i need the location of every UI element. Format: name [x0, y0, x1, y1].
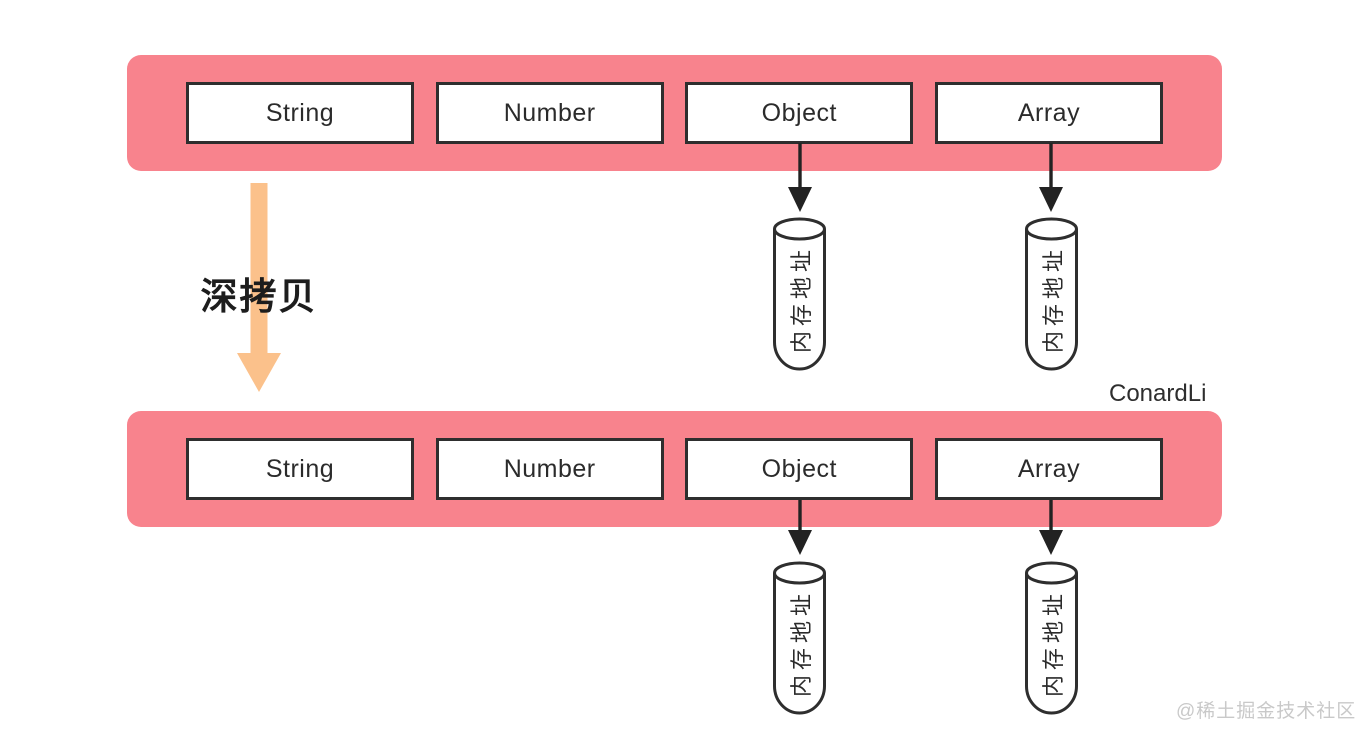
- type-label: Array: [1017, 454, 1081, 483]
- copy-type-box-array: Array: [934, 438, 1163, 500]
- memory-cylinder-copy-array: 内存地址: [1024, 560, 1079, 716]
- arrow-copy-array-to-memory-icon: [1039, 500, 1063, 555]
- source-object-bar: String Number Object Array: [127, 55, 1222, 171]
- cylinder-shape-icon: [1025, 217, 1078, 371]
- type-label: Object: [761, 98, 837, 127]
- cylinder-shape-icon: [1025, 561, 1078, 715]
- copy-type-box-string: String: [186, 438, 414, 500]
- source-type-box-array: Array: [934, 82, 1163, 144]
- memory-address-label: 内存地址: [1040, 244, 1066, 354]
- arrow-source-object-to-memory-icon: [788, 143, 812, 212]
- arrow-copy-object-to-memory-icon: [788, 500, 812, 555]
- deep-copy-label: 深拷贝: [200, 276, 318, 317]
- memory-cylinder-copy-object: 内存地址: [772, 560, 827, 716]
- memory-cylinder-source-object: 内存地址: [772, 216, 827, 372]
- type-label: Array: [1017, 98, 1081, 127]
- copied-object-bar: String Number Object Array: [127, 411, 1222, 527]
- type-label: Number: [503, 98, 596, 127]
- copy-type-box-object: Object: [685, 438, 914, 500]
- memory-cylinder-source-array: 内存地址: [1024, 216, 1079, 372]
- source-type-box-number: Number: [435, 82, 664, 144]
- watermark: @稀土掘金技术社区: [1176, 701, 1356, 722]
- source-type-box-object: Object: [685, 82, 914, 144]
- type-label: Object: [761, 454, 837, 483]
- cylinder-shape-icon: [773, 217, 826, 371]
- memory-address-label: 内存地址: [788, 588, 814, 698]
- cylinder-shape-icon: [773, 561, 826, 715]
- type-label: String: [265, 454, 335, 483]
- memory-address-label: 内存地址: [788, 244, 814, 354]
- source-type-box-string: String: [186, 82, 414, 144]
- arrow-source-array-to-memory-icon: [1039, 143, 1063, 212]
- type-label: String: [265, 98, 335, 127]
- type-label: Number: [503, 454, 596, 483]
- deep-copy-arrow-icon: [237, 183, 281, 392]
- copy-type-box-number: Number: [435, 438, 664, 500]
- memory-address-label: 内存地址: [1040, 588, 1066, 698]
- author-signature: ConardLi: [1109, 380, 1207, 407]
